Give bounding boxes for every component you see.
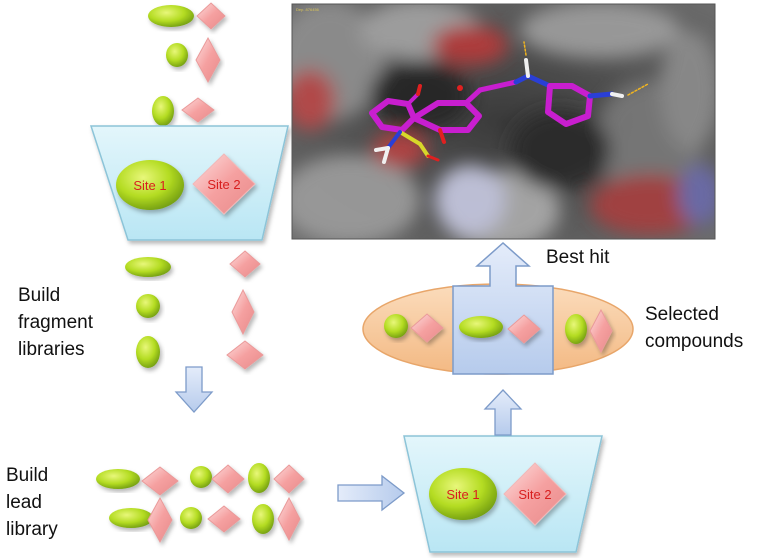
fragment-pair-3 — [152, 96, 215, 126]
pink-fragment — [231, 288, 255, 336]
fragment-pair-1 — [148, 2, 226, 30]
pink-fragment — [147, 496, 173, 544]
green-fragment — [565, 314, 587, 344]
site2-diamond — [192, 153, 256, 215]
green-fragment — [166, 43, 188, 67]
binding-pocket-bottom: Site 1 Site 2 — [403, 435, 603, 553]
fragment-libraries — [125, 250, 264, 370]
green-fragment — [190, 466, 212, 488]
green-fragment — [459, 316, 503, 338]
render-caption: Dep. 876456 — [296, 7, 320, 12]
selected-compounds-label: Selected compounds — [645, 304, 744, 352]
green-fragment — [136, 294, 160, 318]
fragment-pair-2 — [166, 36, 221, 84]
best-hit-compound — [459, 314, 541, 344]
pink-fragment — [507, 314, 541, 344]
pink-fragment — [207, 505, 241, 533]
selected-compound — [565, 308, 613, 354]
site2-label: Site 2 — [518, 487, 551, 502]
protein-ligand-render — [292, 4, 715, 239]
green-fragment — [248, 463, 270, 493]
lead-compound — [248, 463, 305, 494]
pink-fragment — [141, 466, 179, 496]
down-arrow — [174, 366, 214, 413]
build-fragment-libraries-label: Build fragment libraries — [18, 285, 93, 360]
best-hit-arrow — [452, 241, 554, 375]
incoming-fragments — [148, 2, 226, 126]
pink-fragment — [181, 97, 215, 123]
pocket-trapezoid — [89, 125, 289, 241]
selected-compounds-group — [362, 241, 634, 375]
green-fragment — [109, 508, 153, 528]
pink-fragment — [589, 308, 613, 354]
green-fragment — [148, 5, 194, 27]
pink-fragment — [229, 250, 261, 278]
best-hit-label: Best hit — [546, 247, 610, 268]
pocket-trapezoid — [403, 435, 603, 553]
site1-label: Site 1 — [133, 178, 166, 193]
render-frame — [291, 3, 716, 240]
ligand-molecule — [369, 41, 649, 164]
green-fragment — [252, 504, 274, 534]
green-fragment — [384, 314, 408, 338]
site1-label: Site 1 — [446, 487, 479, 502]
right-arrow — [337, 474, 406, 512]
site2-label: Site 2 — [207, 177, 240, 192]
pink-fragment — [410, 313, 444, 343]
green-fragment — [96, 469, 140, 489]
green-fragment — [180, 507, 202, 529]
build-lead-library-label: Build lead library — [6, 465, 58, 540]
selected-compound — [384, 313, 444, 343]
lead-compound — [96, 466, 179, 496]
pink-fragment — [226, 340, 264, 370]
pink-fragment — [211, 464, 245, 494]
pink-fragment — [196, 2, 226, 30]
pink-fragment — [273, 464, 305, 494]
lead-compound — [252, 496, 301, 542]
site1-ellipse — [116, 160, 184, 210]
site2-diamond — [503, 462, 567, 526]
pink-fragment — [195, 36, 221, 84]
green-fragment — [125, 257, 171, 277]
lead-compound — [190, 464, 245, 494]
green-fragment — [152, 96, 174, 126]
green-fragment — [136, 336, 160, 368]
pink-fragment — [277, 496, 301, 542]
site1-ellipse — [429, 468, 497, 520]
binding-pocket-top: Site 1 Site 2 — [89, 125, 289, 241]
lead-library — [96, 463, 305, 544]
lead-compound — [180, 505, 241, 533]
up-arrow-lower — [483, 389, 523, 436]
lead-compound — [109, 496, 173, 544]
